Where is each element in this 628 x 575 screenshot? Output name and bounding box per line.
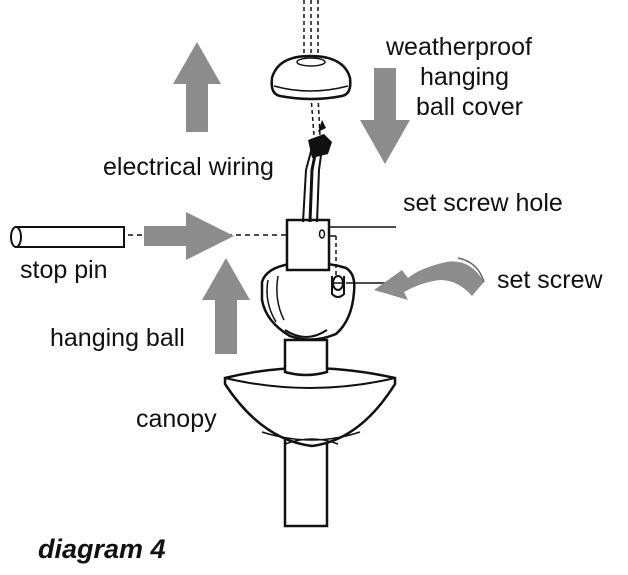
diagram-caption: diagram 4: [38, 534, 166, 564]
canopy: [223, 366, 397, 448]
label-electrical-wiring: electrical wiring: [103, 153, 274, 181]
label-stop-pin: stop pin: [20, 256, 108, 284]
downrod: [283, 434, 329, 528]
label-cover-line3: ball cover: [416, 93, 523, 121]
label-canopy: canopy: [136, 405, 217, 433]
label-cover-line1: weatherproof: [385, 33, 532, 61]
arrow-up-hanging-ball: [202, 258, 250, 354]
set-screw: [332, 275, 344, 291]
alignment-dashes: [128, 234, 337, 276]
label-set-screw: set screw: [497, 266, 604, 294]
arrow-down-cover: [360, 68, 410, 164]
label-cover-line2: hanging: [420, 63, 509, 91]
label-hanging-ball: hanging ball: [50, 324, 185, 352]
upper-rod: [285, 218, 331, 272]
arrow-curved-set-screw: [374, 257, 485, 300]
stop-pin: [10, 226, 125, 248]
hanging-ball-cover: [270, 54, 352, 101]
arrow-right-stop-pin: [144, 212, 234, 260]
hanging-ball: [260, 261, 356, 341]
electrical-wiring: [302, 0, 332, 223]
set-screw-hole-marker: [318, 229, 326, 239]
arrow-up-left: [173, 42, 221, 132]
label-set-screw-hole: set screw hole: [403, 189, 563, 217]
rod-neck: [283, 338, 329, 377]
